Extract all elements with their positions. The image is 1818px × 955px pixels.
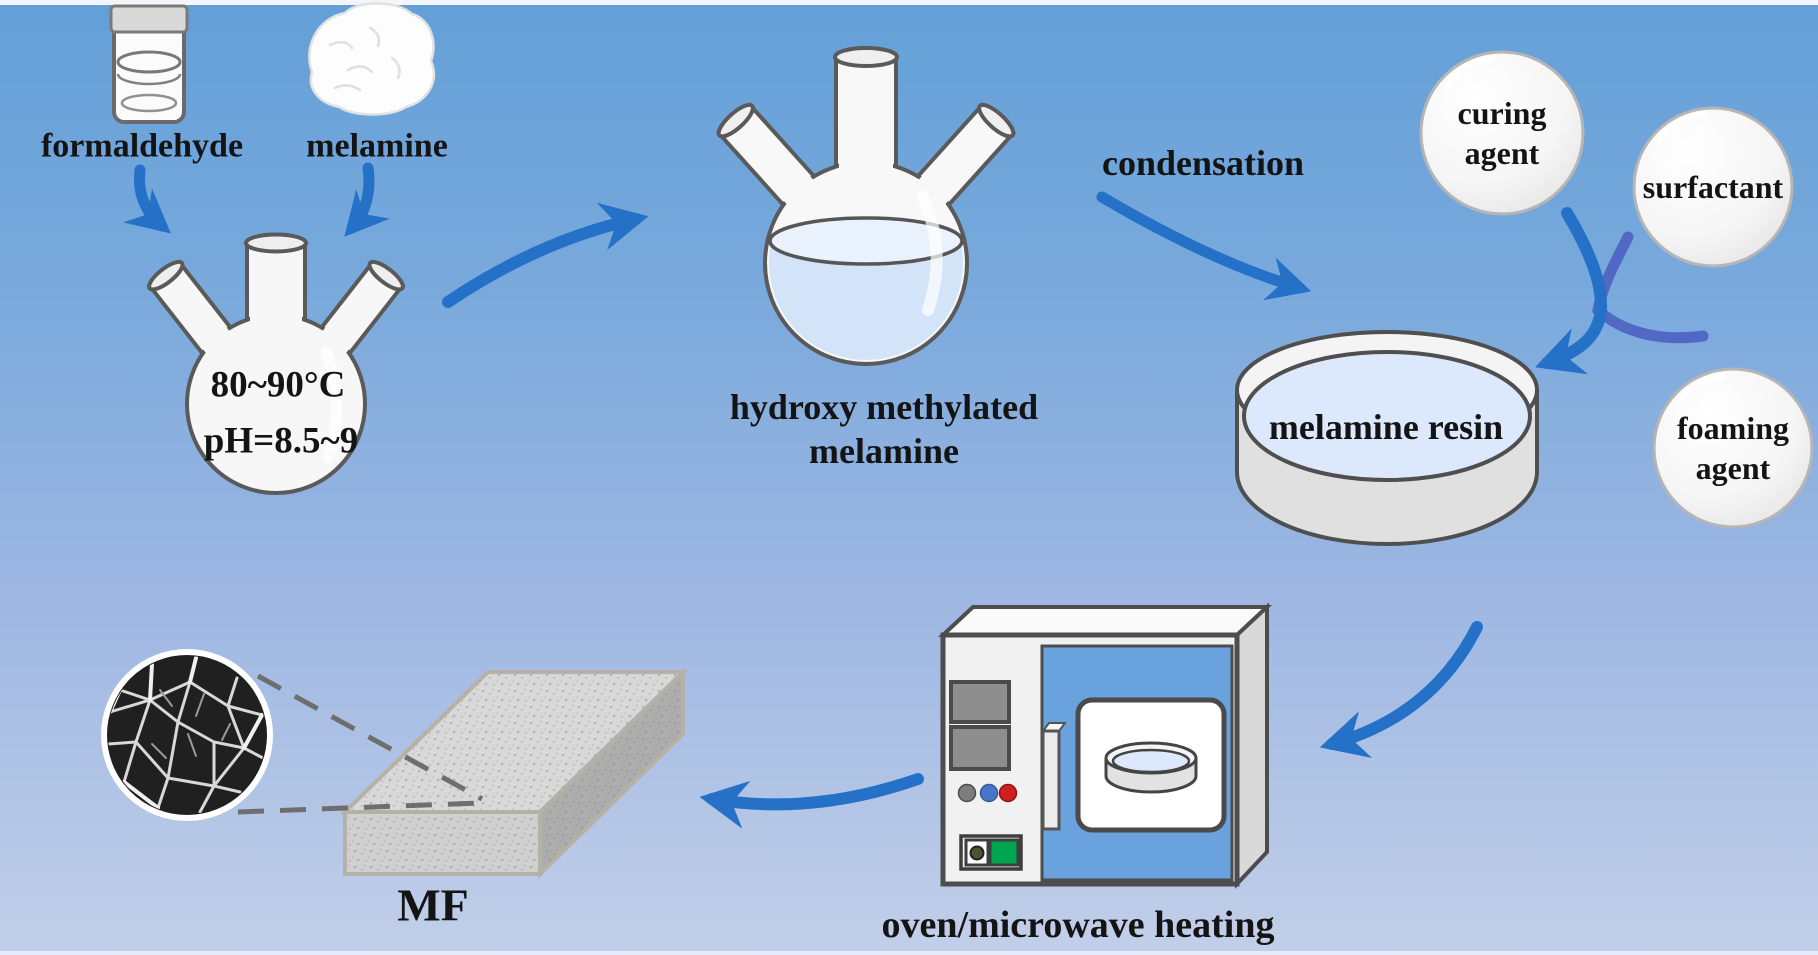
arrow-melamine-to-flask <box>344 162 390 237</box>
oven-icon <box>937 602 1273 890</box>
oven-side-face <box>1235 602 1269 890</box>
additive-circle-foaming-agent <box>1652 367 1814 529</box>
bottom-edge-strip <box>0 951 1818 955</box>
curing-agent-label: curing agent <box>1458 93 1547 173</box>
oven-window-dish-icon <box>1104 741 1198 794</box>
curing-agent-line2: agent <box>1464 135 1540 171</box>
foaming-agent-highlight <box>1677 373 1726 405</box>
formaldehyde-label: formaldehyde <box>40 127 244 165</box>
arrow-condensation <box>1096 191 1312 301</box>
oven-handle <box>1041 729 1061 831</box>
curing-agent-line1: curing <box>1457 95 1547 131</box>
oven-microwave-heating-label: oven/microwave heating <box>881 904 1275 947</box>
formaldehyde-bottle-icon <box>109 4 189 124</box>
condensation-label: condensation <box>1101 143 1305 184</box>
foaming-agent-line1: foaming <box>1677 410 1789 446</box>
melamine-label: melamine <box>306 127 448 165</box>
oven-button-blue <box>979 783 999 803</box>
oven-power-button-green <box>988 838 1020 867</box>
melamine-powder-icon <box>308 2 436 116</box>
magnifier-dashed-line-upper <box>256 673 484 802</box>
oven-display-screen-2 <box>949 725 1011 771</box>
foaming-agent-line2: agent <box>1695 450 1771 486</box>
oven-display-screen-1 <box>949 680 1011 724</box>
arrow-formaldehyde-to-flask <box>123 164 171 234</box>
flask-ph-label: pH=8.5~9 <box>203 420 359 462</box>
three-neck-flask-hydroxymethyl-icon <box>715 46 1017 366</box>
oven-power-knob <box>969 845 985 861</box>
top-edge-strip <box>0 0 1818 5</box>
hydroxy-methylated-melamine-label: hydroxy methylated melamine <box>730 385 1038 473</box>
surfactant-label: surfactant <box>1642 169 1784 205</box>
foam-block-icon <box>340 667 688 879</box>
oven-top-face <box>937 605 1273 637</box>
arrow-dish-to-oven <box>1319 621 1483 758</box>
arrow-curing-agent-to-dish <box>1535 207 1608 375</box>
additive-circle-surfactant <box>1632 106 1794 268</box>
flask-temperature-label: 80~90°C <box>210 364 346 406</box>
foaming-agent-label: foaming agent <box>1677 408 1789 488</box>
petri-dish-icon <box>1235 330 1539 546</box>
melamine-resin-label: melamine resin <box>1268 407 1504 448</box>
sem-image-icon <box>101 649 273 821</box>
three-neck-flask-methylolation-icon <box>146 232 406 495</box>
oven-button-red <box>998 783 1018 803</box>
arrow-oven-to-foam <box>699 773 924 829</box>
hydroxy-methylated-line2: melamine <box>809 431 959 471</box>
additive-circle-curing-agent <box>1419 50 1585 216</box>
oven-button-gray <box>957 783 977 803</box>
arrow-flask-to-flask <box>442 202 649 308</box>
mf-product-label: MF <box>397 879 469 931</box>
surfactant-highlight <box>1657 111 1706 143</box>
curing-agent-highlight <box>1445 55 1495 88</box>
hydroxy-methylated-line1: hydroxy methylated <box>729 387 1039 427</box>
